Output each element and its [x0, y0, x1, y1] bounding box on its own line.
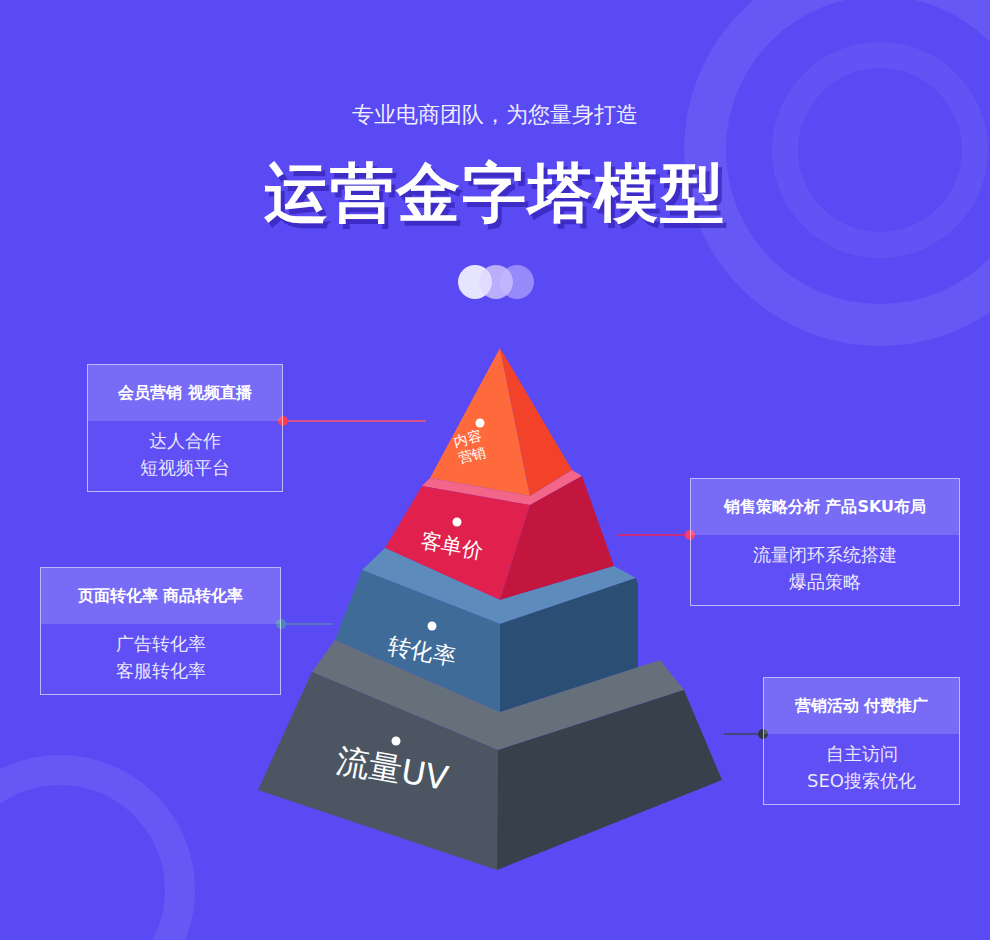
- layer-face: [258, 672, 498, 870]
- callout-body: 达人合作 短视频平台: [88, 421, 282, 491]
- subtitle: 专业电商团队，为您量身打造: [0, 100, 990, 130]
- callout-header: 营销活动 付费推广: [764, 678, 959, 734]
- callout-box: 页面转化率 商品转化率广告转化率 客服转化率: [40, 567, 281, 695]
- callout-box: 会员营销 视频直播达人合作 短视频平台: [87, 364, 283, 492]
- callout-body: 广告转化率 客服转化率: [41, 624, 280, 694]
- callout-body: 流量闭环系统搭建 爆品策略: [691, 535, 959, 605]
- pyramid-layer-shape: [256, 638, 724, 872]
- callout-header: 会员营销 视频直播: [88, 365, 282, 421]
- subtitle-text: 专业电商团队，为您量身打造: [352, 102, 638, 127]
- pyramid-layer: 内容营销: [426, 346, 576, 498]
- leader-connector: [278, 416, 426, 426]
- callout-body: 自主访问 SEO搜索优化: [764, 734, 959, 804]
- callout-header: 销售策略分析 产品SKU布局: [691, 479, 959, 535]
- leader-connector: [724, 729, 768, 739]
- callout-heading: 销售策略分析 产品SKU布局: [724, 497, 926, 516]
- callout-heading: 会员营销 视频直播: [118, 383, 252, 402]
- marker-dot: [476, 419, 485, 428]
- title-text: 运营金字塔模型: [264, 156, 726, 230]
- callout-text: 自主访问 SEO搜索优化: [807, 740, 916, 794]
- callout-box: 销售策略分析 产品SKU布局流量闭环系统搭建 爆品策略: [690, 478, 960, 606]
- leader-connector: [276, 619, 333, 629]
- pyramid-layer-shape: [426, 346, 576, 498]
- marker-dot: [428, 622, 437, 631]
- leader-connector: [617, 530, 695, 540]
- leader-line: [617, 534, 690, 536]
- callout-text: 流量闭环系统搭建 爆品策略: [753, 541, 897, 595]
- title: 运营金字塔模型: [0, 150, 990, 237]
- callout-text: 达人合作 短视频平台: [140, 427, 230, 481]
- leader-line: [283, 420, 426, 422]
- callout-heading: 营销活动 付费推广: [795, 696, 929, 715]
- leader-line: [281, 623, 333, 625]
- marker-dot: [453, 518, 462, 527]
- layer-face: [497, 690, 722, 870]
- callout-box: 营销活动 付费推广自主访问 SEO搜索优化: [763, 677, 960, 805]
- pyramid-layer: 流量UV: [256, 638, 724, 872]
- leader-line: [724, 733, 763, 735]
- callout-text: 广告转化率 客服转化率: [116, 630, 206, 684]
- callout-header: 页面转化率 商品转化率: [41, 568, 280, 624]
- layer-face: [500, 348, 572, 496]
- callout-heading: 页面转化率 商品转化率: [78, 586, 244, 605]
- marker-dot: [392, 737, 401, 746]
